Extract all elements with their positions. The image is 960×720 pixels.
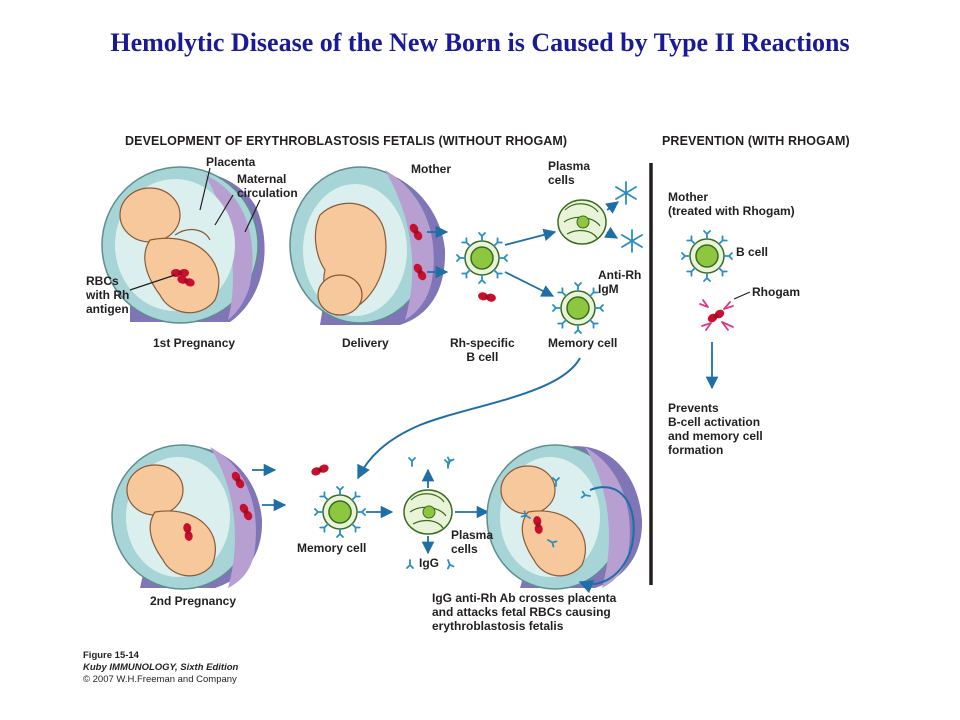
header-development: DEVELOPMENT OF ERYTHROBLASTOSIS FETALIS … bbox=[125, 134, 568, 148]
label-prevents: Prevents B-cell activation and memory ce… bbox=[668, 401, 763, 457]
memory-cell-top bbox=[552, 282, 604, 334]
label-placenta: Placenta bbox=[206, 155, 256, 169]
label-igg: IgG bbox=[419, 556, 439, 570]
credit-copyright: © 2007 W.H.Freeman and Company bbox=[83, 674, 237, 685]
delivery-illustration bbox=[289, 166, 446, 325]
plasma-cell-bottom bbox=[403, 489, 453, 535]
label-maternal-circulation: Maternal circulation bbox=[237, 172, 298, 200]
label-second-pregnancy: 2nd Pregnancy bbox=[150, 594, 237, 608]
figure-credit: Figure 15-14 Kuby IMMUNOLOGY, Sixth Edit… bbox=[83, 650, 238, 686]
label-igg-crosses-placenta: IgG anti-Rh Ab crosses placenta and atta… bbox=[432, 591, 617, 633]
first-pregnancy-illustration bbox=[101, 166, 265, 324]
label-memory-cell-bottom: Memory cell bbox=[297, 541, 367, 555]
header-prevention: PREVENTION (WITH RHOGAM) bbox=[662, 134, 850, 148]
slide-title: Hemolytic Disease of the New Born is Cau… bbox=[110, 28, 850, 57]
label-rbcs-rh-antigen: RBCs with Rh antigen bbox=[86, 274, 130, 316]
label-mother-treated: Mother (treated with Rhogam) bbox=[668, 190, 795, 218]
igg-attack-illustration bbox=[486, 444, 643, 590]
credit-figure: Figure 15-14 bbox=[83, 650, 139, 661]
label-delivery: Delivery bbox=[342, 336, 389, 350]
label-memory-cell-top: Memory cell bbox=[548, 336, 618, 350]
rhogam-complex bbox=[699, 299, 734, 331]
prevention-b-cell bbox=[681, 230, 733, 282]
rh-specific-b-cell bbox=[456, 232, 508, 284]
credit-book: Kuby IMMUNOLOGY, Sixth Edition bbox=[83, 662, 239, 673]
second-pregnancy-illustration bbox=[111, 444, 263, 590]
memory-cell-bottom bbox=[314, 486, 366, 538]
label-plasma-cells-bottom: Plasma cells bbox=[451, 528, 494, 556]
label-rhogam: Rhogam bbox=[752, 285, 800, 299]
label-mother: Mother bbox=[411, 162, 451, 176]
label-rh-specific-b-cell: Rh-specific B cell bbox=[450, 336, 515, 364]
label-plasma-cells-top: Plasma cells bbox=[548, 159, 591, 187]
label-anti-rh-igm: Anti-Rh IgM bbox=[598, 268, 642, 296]
label-first-pregnancy: 1st Pregnancy bbox=[153, 336, 236, 350]
anti-rh-igm bbox=[615, 181, 643, 253]
label-b-cell: B cell bbox=[736, 245, 769, 259]
plasma-cell-top bbox=[557, 199, 607, 245]
